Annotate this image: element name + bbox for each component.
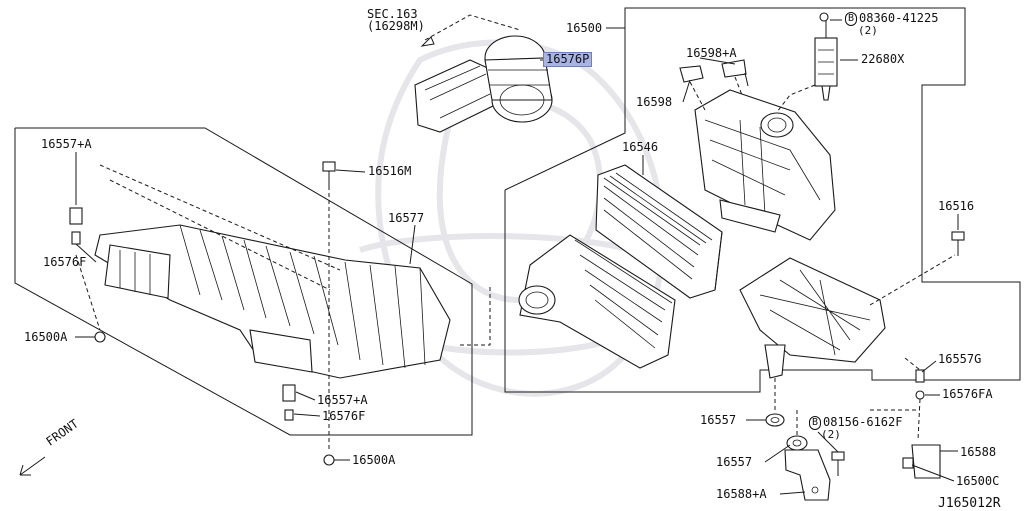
assembly-boundary-16500 <box>504 7 1021 393</box>
intake-duct-16577 <box>94 224 451 379</box>
bracket-16588A <box>784 449 831 501</box>
callout-08156-6162F[interactable]: 08156-6162F <box>823 415 903 429</box>
duct-boundary-16577 <box>14 127 473 436</box>
grommet-16557G <box>915 369 925 383</box>
callout-16576FA[interactable]: 16576FA <box>942 387 993 401</box>
callout-16598[interactable]: 16598 <box>636 95 673 109</box>
callout-16516[interactable]: 16516 <box>938 199 975 213</box>
callout-16557-b[interactable]: 16557 <box>716 455 753 469</box>
leader-lines <box>75 19 959 495</box>
callout-08156-qty: (2) <box>821 428 841 441</box>
callout-16576F-left[interactable]: 16576F <box>43 255 87 269</box>
callout-16588[interactable]: 16588 <box>960 445 997 459</box>
bracket-16598 <box>679 59 747 83</box>
bolt-08156 <box>831 451 845 476</box>
diagram-id: J165012R <box>938 496 1001 511</box>
grommet-16557-a <box>765 413 785 427</box>
bolt-16516 <box>951 231 965 256</box>
callout-16598A[interactable]: 16598+A <box>686 46 737 60</box>
callout-16500A-left[interactable]: 16500A <box>24 330 68 344</box>
callout-16557-a[interactable]: 16557 <box>700 413 737 427</box>
sec-reference-line1: SEC.163 <box>367 7 418 21</box>
callout-16576F-bottom[interactable]: 16576F <box>322 409 366 423</box>
callout-08360-41225[interactable]: 08360-41225 <box>859 11 939 25</box>
callout-22680X[interactable]: 22680X <box>861 52 905 66</box>
callout-16500C[interactable]: 16500C <box>956 474 1000 488</box>
bracket-16588 <box>902 444 941 479</box>
callout-16588A[interactable]: 16588+A <box>716 487 767 501</box>
callout-16557A-top[interactable]: 16557+A <box>41 137 92 151</box>
callout-16500[interactable]: 16500 <box>566 21 603 35</box>
bolt-marker-08156: B <box>809 416 821 430</box>
grommet-16557A-bottom <box>282 384 296 402</box>
filter-element <box>595 164 723 299</box>
clip-16576F-bottom <box>284 409 294 421</box>
grommet-16557-b <box>786 435 808 451</box>
mounting-tray <box>739 257 886 379</box>
callout-16557G[interactable]: 16557G <box>938 352 982 366</box>
bolt-marker-08360: B <box>845 12 857 26</box>
callout-16576P-highlighted[interactable]: 16576P <box>543 52 593 67</box>
grommet-16557A-top <box>69 207 83 225</box>
airflow-sensor <box>814 37 838 101</box>
bolt-16500A-left <box>94 331 106 343</box>
bolt-16500A-bottom <box>323 454 335 466</box>
bolt-16516M <box>322 161 336 186</box>
front-arrow-icon <box>19 456 46 476</box>
air-cleaner-lower-case <box>518 234 676 369</box>
sec-reference-line2: (16298M) <box>367 19 425 33</box>
callout-16577[interactable]: 16577 <box>388 211 425 225</box>
clip-16576F-left <box>71 231 81 245</box>
callout-16546[interactable]: 16546 <box>622 140 659 154</box>
callout-16557A-bottom[interactable]: 16557+A <box>317 393 368 407</box>
callout-16500A-bottom[interactable]: 16500A <box>352 453 396 467</box>
clip-16576FA <box>915 390 925 400</box>
callout-16516M[interactable]: 16516M <box>368 164 412 178</box>
air-cleaner-upper-case <box>694 89 836 241</box>
callout-08360-qty: (2) <box>858 24 878 37</box>
